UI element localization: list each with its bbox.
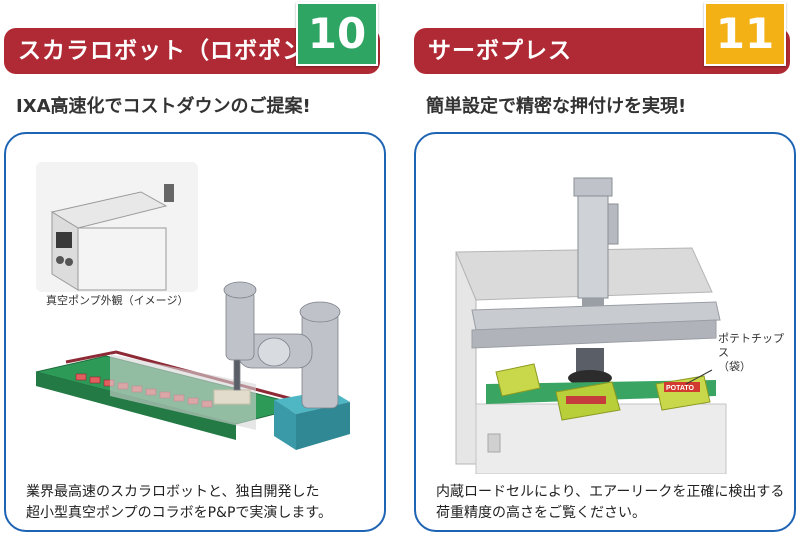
- exhibit-panel-11: サーボプレス 11 簡単設定で精密な押付けを実現!: [410, 0, 800, 537]
- servo-press-illustration: POTATO: [455, 177, 727, 474]
- exhibit-frame: POTATO ポテトチップス （袋） 内蔵ロードセルにより、エアーリークを正確に…: [414, 132, 796, 532]
- exhibit-panel-10: スカラロボット（ロボポンプ） 10 IXA高速化でコストダウンのご提案!: [0, 0, 390, 537]
- exhibit-frame: 真空ポンプ外観（イメージ） 業界最高速のスカラロボットと、独自開発した 超小型真…: [4, 132, 386, 532]
- potato-chip-bags: POTATO: [495, 363, 711, 421]
- potato-chips-label: ポテトチップス （袋）: [718, 332, 784, 373]
- exhibit-caption: 内蔵ロードセルにより、エアーリークを正確に検出する 荷重精度の高さをご覧ください…: [436, 484, 785, 521]
- exhibit-number-badge: 10: [296, 2, 378, 66]
- pump-image-label: 真空ポンプ外観（イメージ）: [46, 294, 189, 307]
- exhibit-title: サーボプレス: [428, 38, 572, 64]
- exhibit-caption: 業界最高速のスカラロボットと、独自開発した 超小型真空ポンプのコラボをP&Pで実…: [26, 484, 332, 521]
- exhibit-subtitle: 簡単設定で精密な押付けを実現!: [426, 96, 687, 117]
- exhibit-number-badge: 11: [704, 2, 786, 66]
- scara-robot-illustration: [35, 162, 350, 450]
- scara-robot: [223, 281, 341, 409]
- bag-label: POTATO: [666, 385, 695, 392]
- servo-press-actuator: [573, 177, 619, 306]
- vacuum-pump-image: [50, 184, 174, 291]
- exhibit-subtitle: IXA高速化でコストダウンのご提案!: [16, 96, 311, 117]
